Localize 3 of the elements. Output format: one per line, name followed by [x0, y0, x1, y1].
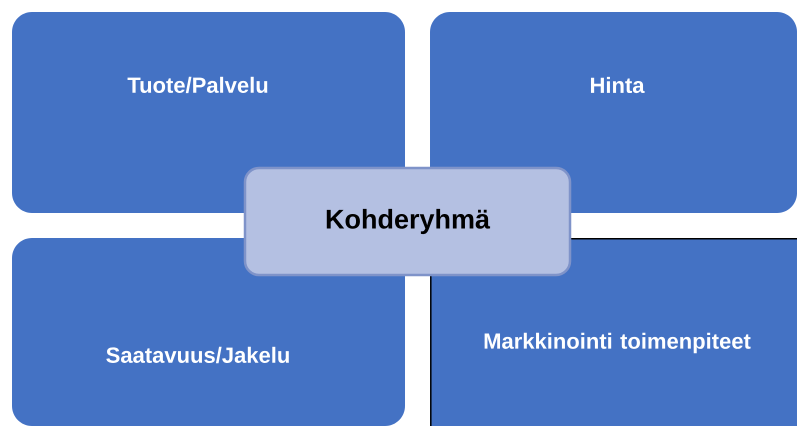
quadrant-box: Saatavuus/Jakelu — [12, 238, 405, 426]
target-group-box: Kohderyhmä — [244, 166, 572, 276]
quadrant-box: Markkinointi toimenpiteet — [430, 238, 797, 426]
